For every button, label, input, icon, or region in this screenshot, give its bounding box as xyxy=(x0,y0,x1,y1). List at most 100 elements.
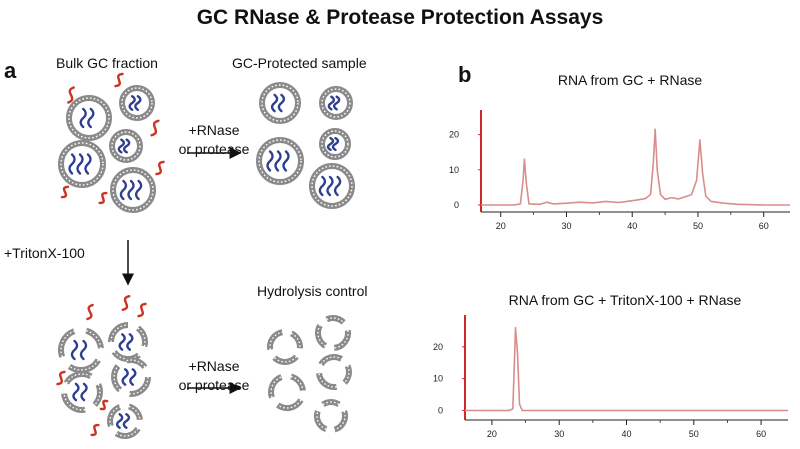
rna-cargo xyxy=(79,339,88,361)
rna-cargo xyxy=(333,175,342,197)
rna-cargo xyxy=(70,339,79,361)
rna-cargo xyxy=(122,138,131,154)
panel-a-letter: a xyxy=(4,58,17,83)
rna-cargo xyxy=(326,136,335,152)
vesicle xyxy=(256,137,304,185)
rna-cargo xyxy=(318,175,327,197)
free-rna xyxy=(150,119,160,137)
broken-vesicle xyxy=(268,373,306,412)
rna-cargo xyxy=(84,153,92,175)
arrow-top-line1: +RNase xyxy=(188,122,240,138)
rna-cargo xyxy=(134,95,142,111)
free-rna xyxy=(155,160,165,176)
vesicle xyxy=(110,167,156,213)
broken-vesicle xyxy=(315,315,352,351)
free-rna xyxy=(90,423,100,437)
rna-cargo xyxy=(327,95,336,111)
vesicle xyxy=(109,129,143,163)
free-rna xyxy=(56,370,66,386)
rna-cargo xyxy=(326,175,334,197)
free-rna xyxy=(99,399,109,411)
broken-vesicle xyxy=(313,399,349,433)
chart-2: 20 30 40 50 60 0 10 20 xyxy=(433,315,788,439)
rna-cargo xyxy=(121,368,129,386)
x-tick-label: 20 xyxy=(487,429,497,439)
free-rna xyxy=(137,302,147,318)
rna-cargo xyxy=(122,413,131,429)
rna-cargo xyxy=(126,333,134,351)
free-rna xyxy=(60,185,70,199)
trace-line xyxy=(481,128,790,206)
rna-cargo xyxy=(282,150,290,172)
trace-line xyxy=(465,326,788,412)
rna-cargo xyxy=(115,413,124,429)
vesicle xyxy=(319,128,351,160)
broken-vesicle xyxy=(107,403,143,439)
rna-cargo xyxy=(72,382,80,402)
y-tick-label: 10 xyxy=(449,165,459,175)
rna-cargo xyxy=(87,107,95,129)
rna-cargo xyxy=(266,150,274,172)
x-tick-label: 40 xyxy=(627,221,637,231)
x-tick-label: 60 xyxy=(759,221,769,231)
broken-vesicle xyxy=(111,357,151,397)
free-rna xyxy=(121,295,131,311)
vesicle-group xyxy=(56,72,355,439)
rna-cargo xyxy=(274,150,282,172)
x-tick-label: 30 xyxy=(561,221,571,231)
chart-1: 20 30 40 50 60 0 10 20 xyxy=(449,110,790,231)
broken-vesicle xyxy=(316,354,352,391)
rna-cargo xyxy=(76,153,84,175)
rna-cargo xyxy=(68,153,76,175)
y-tick-label: 20 xyxy=(449,130,459,140)
free-rna xyxy=(86,303,94,321)
rna-cargo xyxy=(117,138,126,154)
broken-vesicle xyxy=(58,327,104,373)
rna-cargo xyxy=(127,179,135,201)
vesicle xyxy=(259,82,301,124)
rna-cargo xyxy=(119,179,128,201)
arrow-bottom-line1: +RNase xyxy=(188,358,240,374)
vesicle xyxy=(319,86,353,120)
gc-protected-label: GC-Protected sample xyxy=(232,55,367,71)
rna-cargo xyxy=(270,93,279,113)
broken-vesicle xyxy=(266,329,303,365)
figure-title: GC RNase & Protease Protection Assays xyxy=(196,6,604,29)
x-tick-label: 40 xyxy=(621,429,631,439)
vesicle xyxy=(309,163,355,209)
triton-label: +TritonX-100 xyxy=(4,245,85,261)
x-tick-label: 20 xyxy=(496,221,506,231)
rna-cargo xyxy=(118,333,126,351)
panel-b-letter: b xyxy=(458,62,472,87)
broken-vesicle xyxy=(108,322,148,362)
free-rna xyxy=(67,86,75,104)
x-tick-label: 50 xyxy=(693,221,703,231)
vesicle xyxy=(119,85,155,121)
rna-cargo xyxy=(332,95,341,111)
chart1-title: RNA from GC + RNase xyxy=(557,72,703,88)
vesicle xyxy=(66,95,112,141)
free-rna xyxy=(98,191,108,205)
x-tick-label: 30 xyxy=(554,429,564,439)
free-rna xyxy=(114,72,124,88)
rna-cargo xyxy=(80,382,88,402)
rna-cargo xyxy=(129,368,137,386)
rna-cargo xyxy=(277,93,286,113)
rna-cargo xyxy=(331,136,340,152)
rna-cargo xyxy=(134,179,143,201)
rna-cargo xyxy=(128,95,136,111)
chart2-title: RNA from GC + TritonX-100 + RNase xyxy=(508,292,742,308)
y-tick-label: 20 xyxy=(433,342,443,352)
y-tick-label: 0 xyxy=(454,200,459,210)
rna-cargo xyxy=(79,107,87,129)
broken-vesicle xyxy=(61,370,103,413)
x-tick-label: 60 xyxy=(756,429,766,439)
y-tick-label: 10 xyxy=(433,374,443,384)
y-tick-label: 0 xyxy=(438,405,443,415)
vesicle xyxy=(58,140,106,188)
x-tick-label: 50 xyxy=(689,429,699,439)
bulk-gc-label: Bulk GC fraction xyxy=(56,55,158,71)
hydrolysis-label: Hydrolysis control xyxy=(257,283,368,299)
